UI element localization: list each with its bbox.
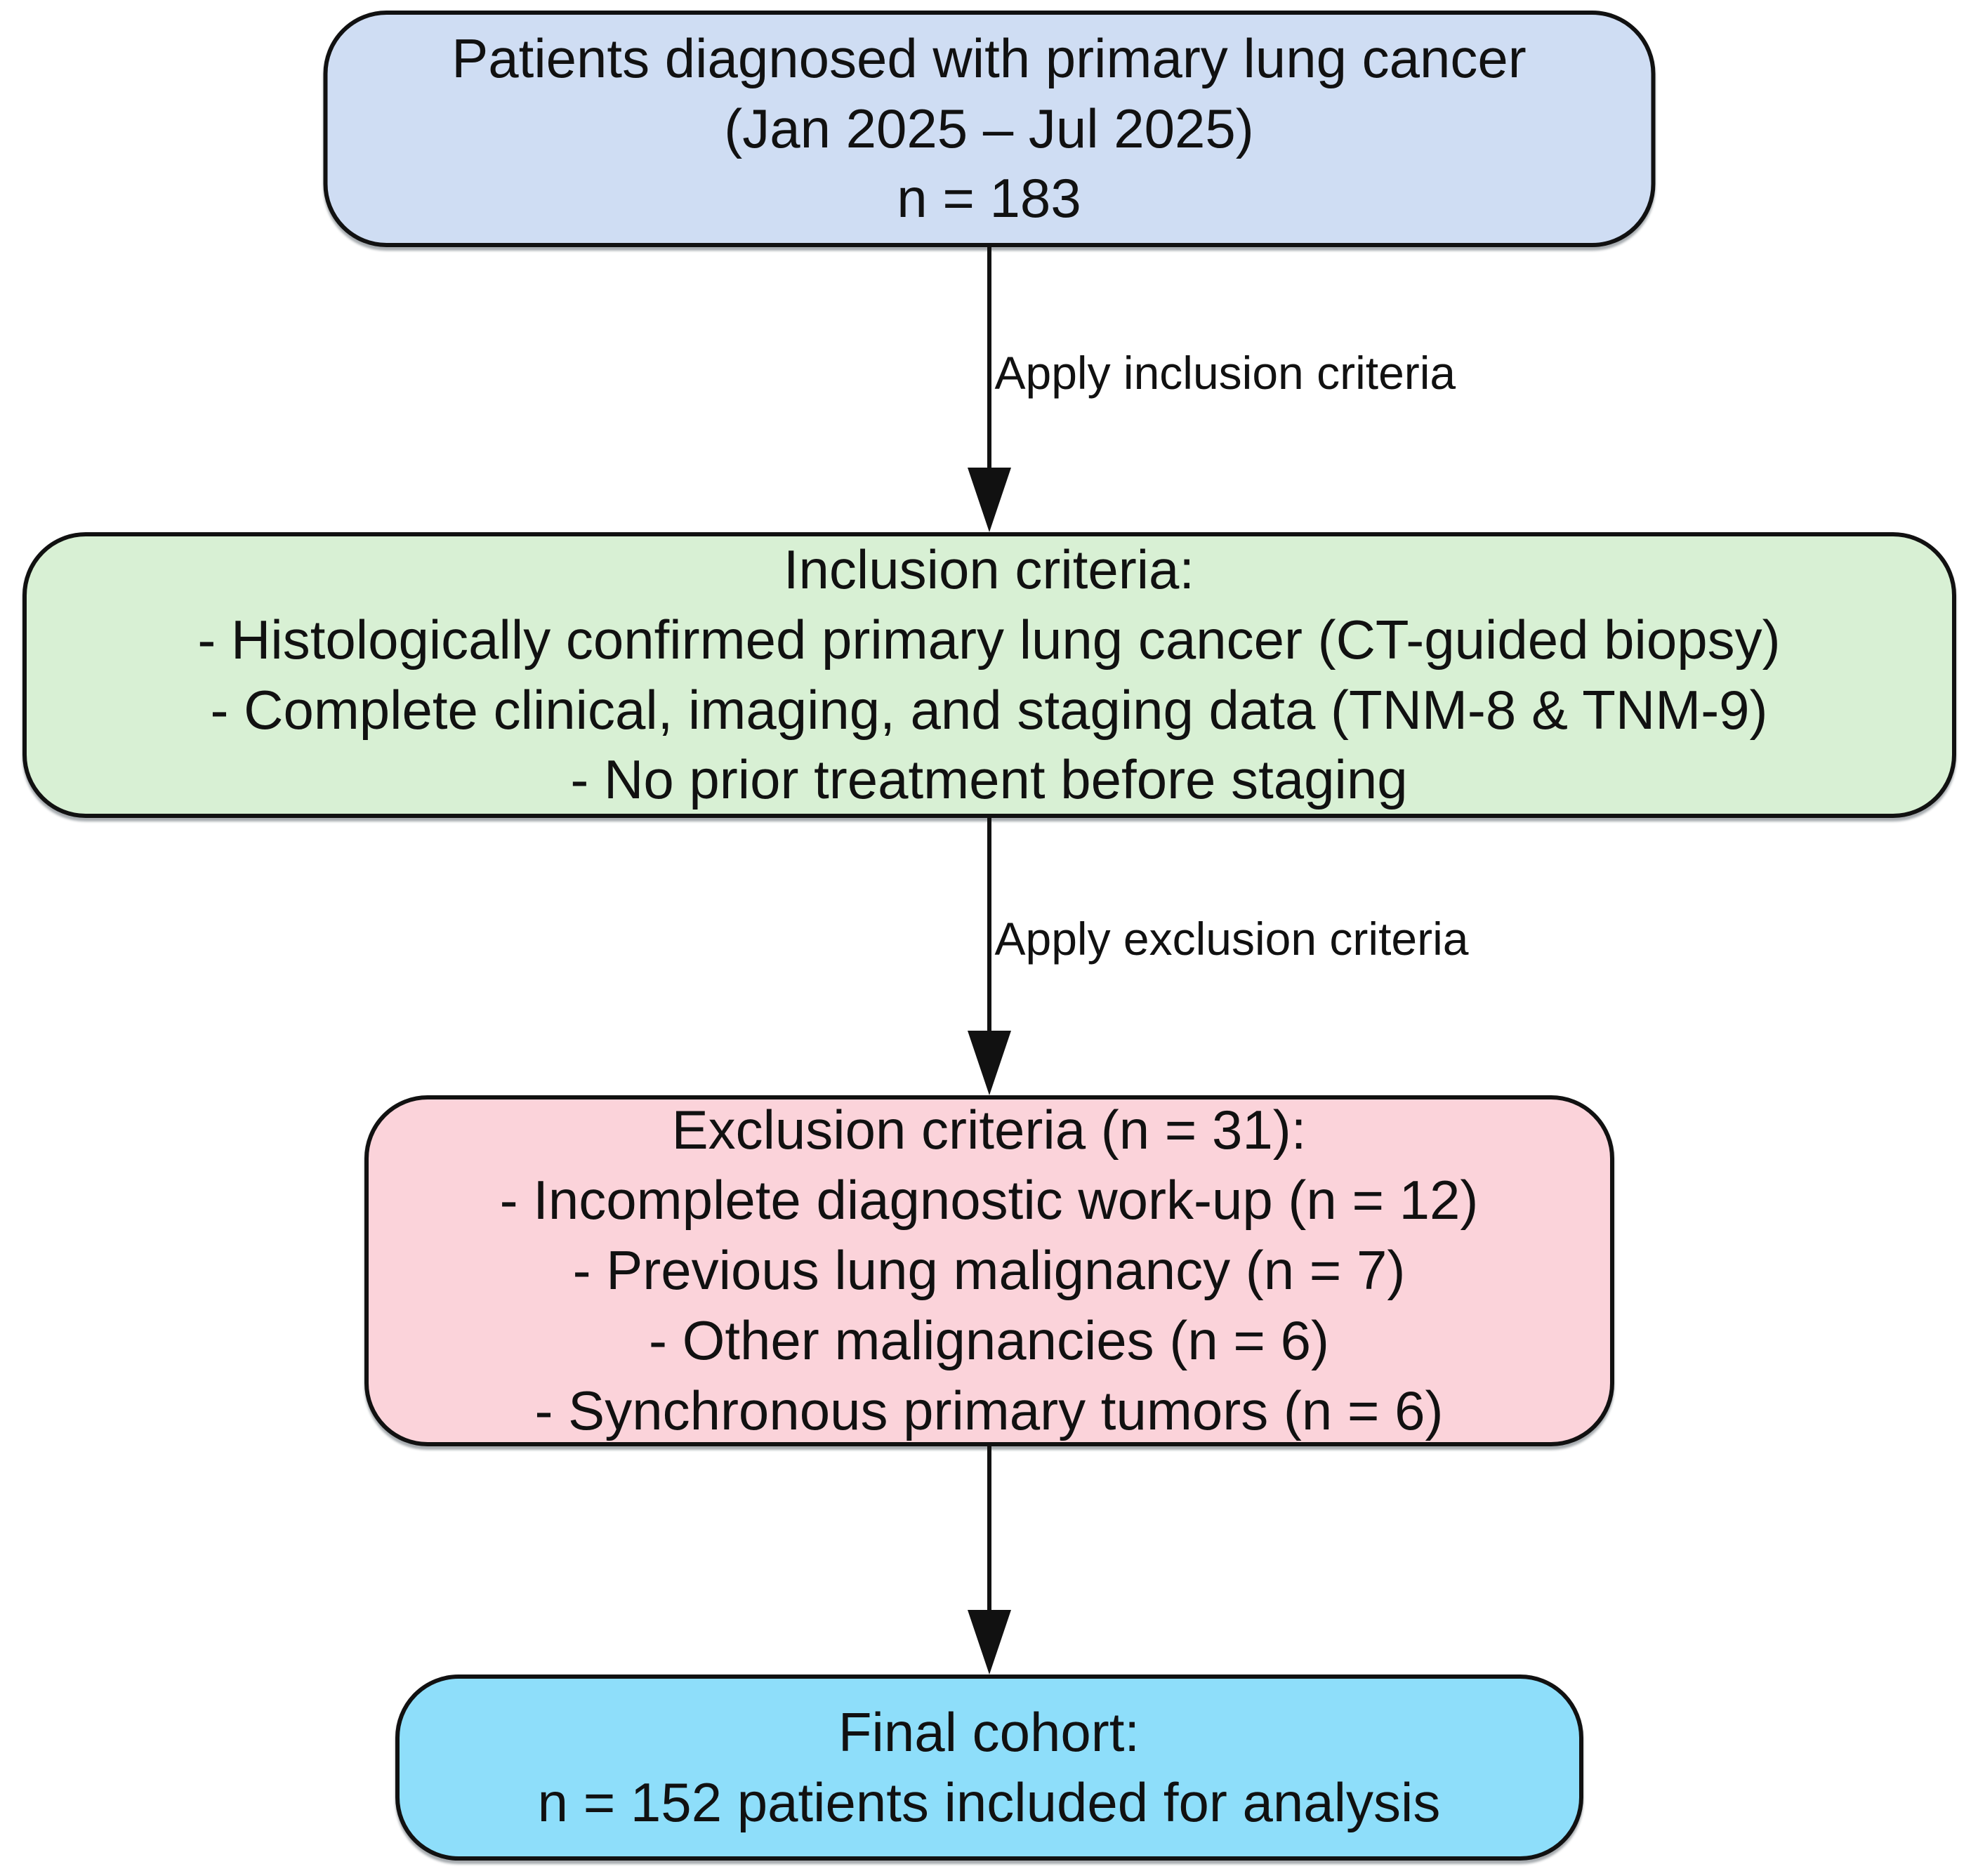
arrow-shaft — [987, 818, 991, 1039]
arrowhead-icon — [967, 1610, 1011, 1674]
arrow-shaft — [987, 1446, 991, 1618]
arrow-label-apply-exclusion: Apply exclusion criteria — [994, 913, 1469, 965]
box-inclusion-line-2: - Histologically confirmed primary lung … — [197, 608, 1781, 671]
box-population-line-2: (Jan 2025 – Jul 2025) — [724, 97, 1254, 159]
box-exclusion-line-1: Exclusion criteria (n = 31): — [671, 1099, 1307, 1161]
box-final-line-2: n = 152 patients included for analysis — [537, 1771, 1441, 1833]
box-final-line-1: Final cohort: — [838, 1700, 1140, 1763]
box-exclusion-line-4: - Other malignancies (n = 6) — [649, 1309, 1329, 1371]
box-exclusion-line-3: - Previous lung malignancy (n = 7) — [572, 1239, 1406, 1302]
arrow-shaft — [987, 247, 991, 476]
box-exclusion-criteria: Exclusion criteria (n = 31): - Incomplet… — [364, 1095, 1614, 1446]
box-inclusion-line-3: - Complete clinical, imaging, and stagin… — [210, 678, 1768, 741]
box-inclusion-line-4: - No prior treatment before staging — [570, 748, 1408, 811]
arrowhead-icon — [967, 468, 1011, 532]
arrowhead-icon — [967, 1031, 1011, 1095]
box-inclusion-line-1: Inclusion criteria: — [783, 538, 1195, 600]
box-inclusion-criteria: Inclusion criteria: - Histologically con… — [22, 532, 1956, 818]
box-exclusion-line-2: - Incomplete diagnostic work-up (n = 12) — [499, 1169, 1479, 1231]
box-population-line-3: n = 183 — [897, 167, 1081, 230]
arrow-label-apply-inclusion: Apply inclusion criteria — [994, 347, 1456, 399]
box-exclusion-line-5: - Synchronous primary tumors (n = 6) — [534, 1379, 1444, 1441]
box-population-line-1: Patients diagnosed with primary lung can… — [451, 27, 1527, 89]
box-final-cohort: Final cohort: n = 152 patients included … — [395, 1674, 1583, 1861]
box-population: Patients diagnosed with primary lung can… — [323, 11, 1655, 247]
